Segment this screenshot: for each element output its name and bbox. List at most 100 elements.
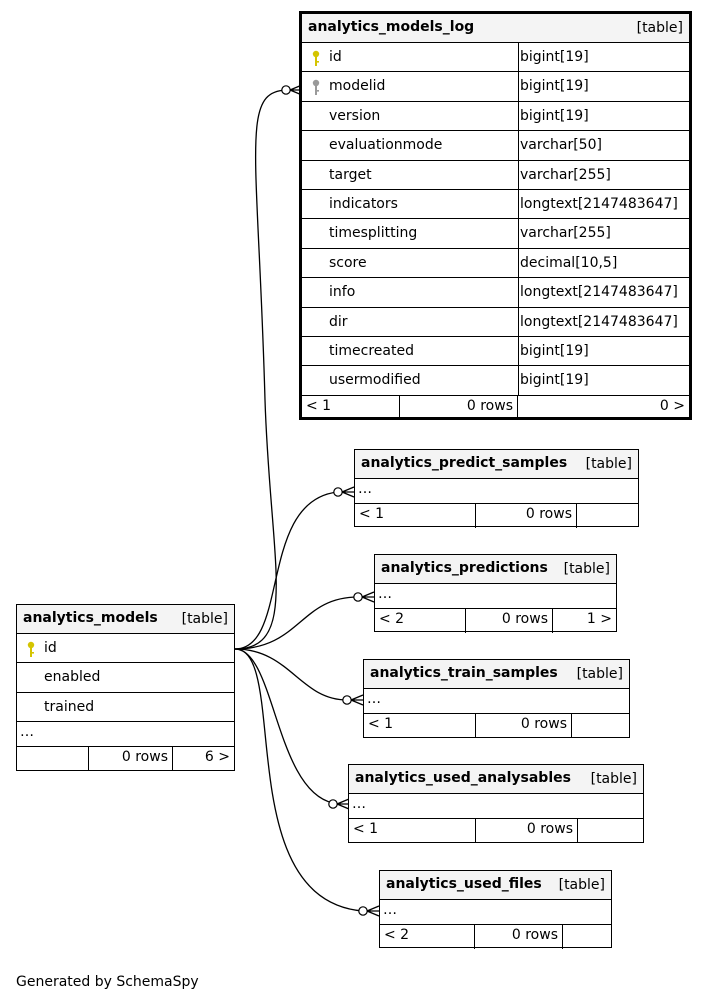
column-type: longtext[2147483647] (520, 284, 678, 301)
table-name: analytics_models (23, 610, 158, 626)
table-name: analytics_models_log (308, 19, 475, 35)
column-name: dir (329, 313, 348, 330)
table-analytics-models[interactable]: analytics_models [table] id enabled traine… (16, 604, 235, 772)
column-name: timecreated (329, 342, 414, 359)
column-type: decimal[10,5] (520, 254, 618, 271)
column-type: varchar[255] (520, 225, 611, 242)
table-name: analytics_predict_samples (361, 455, 568, 471)
table-footer: < 1 0 rows (355, 504, 638, 528)
parents-link[interactable]: < 2 (384, 927, 410, 943)
column-row[interactable]: target varchar[255] (302, 160, 689, 190)
table-analytics-predictions[interactable]: analytics_predictions [table] … < 2 0 ro… (374, 554, 617, 633)
column-row[interactable]: usermodified bigint[19] (302, 366, 689, 396)
table-type: [table] (181, 611, 228, 627)
column-row[interactable]: enabled (17, 663, 234, 693)
table-header: analytics_train_samples [table] (364, 660, 629, 689)
table-name: analytics_used_analysables (355, 770, 571, 786)
column-row[interactable]: timesplitting varchar[255] (302, 219, 689, 249)
table-name: analytics_predictions (381, 560, 548, 576)
column-name: indicators (329, 195, 398, 212)
column-name: trained (44, 698, 95, 715)
column-row[interactable]: evaluationmode varchar[50] (302, 131, 689, 161)
row-count: 0 rows (501, 611, 548, 627)
column-row[interactable]: trained (17, 693, 234, 723)
table-header: analytics_models [table] (17, 605, 234, 634)
table-type: [table] (590, 771, 637, 787)
table-type: [table] (576, 666, 623, 682)
column-type: bigint[19] (520, 342, 589, 359)
table-name: analytics_used_files (386, 876, 542, 892)
parents-link[interactable]: < 1 (368, 716, 394, 732)
row-count: 0 rows (511, 927, 558, 943)
table-footer: < 1 0 rows 0 > (302, 395, 689, 420)
children-link[interactable]: 0 > (659, 397, 685, 414)
edge-models-to-train-samples (234, 648, 348, 701)
table-footer: < 2 0 rows (380, 925, 611, 949)
column-name: enabled (44, 669, 101, 686)
column-name: usermodified (329, 372, 421, 389)
children-link[interactable]: 1 > (586, 611, 612, 627)
table-name: analytics_train_samples (370, 665, 558, 681)
column-name: version (329, 107, 381, 124)
edge-models-to-log (234, 89, 287, 650)
column-row[interactable]: dir longtext[2147483647] (302, 307, 689, 337)
edge-models-to-used-files (234, 648, 364, 912)
edge-models-to-predict-samples (234, 491, 339, 650)
parents-link[interactable]: < 1 (306, 397, 332, 414)
column-type: varchar[50] (520, 137, 602, 154)
column-row[interactable]: version bigint[19] (302, 101, 689, 132)
primary-key-icon (312, 50, 320, 66)
column-type: longtext[2147483647] (520, 313, 678, 330)
children-link[interactable]: 6 > (204, 749, 230, 766)
more-columns: … (349, 794, 643, 819)
table-header: analytics_used_analysables [table] (349, 765, 643, 794)
table-type: [table] (636, 20, 683, 36)
column-row[interactable]: timecreated bigint[19] (302, 336, 689, 367)
column-type: bigint[19] (520, 78, 589, 95)
parents-link[interactable]: < 2 (379, 611, 405, 627)
table-type: [table] (558, 877, 605, 893)
edge-models-to-predictions (234, 596, 359, 650)
table-footer: < 1 0 rows (349, 819, 643, 843)
row-count: 0 rows (466, 397, 513, 414)
column-name: target (329, 166, 372, 183)
row-count: 0 rows (526, 821, 573, 837)
table-type: [table] (563, 561, 610, 577)
primary-key-icon (27, 641, 35, 657)
column-name: modelid (329, 78, 386, 95)
parents-link[interactable]: < 1 (353, 821, 379, 837)
row-count: 0 rows (525, 506, 572, 522)
table-footer: < 1 0 rows (364, 714, 629, 738)
column-type: longtext[2147483647] (520, 195, 678, 212)
table-header: analytics_used_files [table] (380, 871, 611, 900)
column-type: bigint[19] (520, 372, 589, 389)
column-name: score (329, 254, 367, 271)
column-type: varchar[255] (520, 166, 611, 183)
parents-link[interactable]: < 1 (359, 506, 385, 522)
row-count: 0 rows (121, 749, 168, 766)
column-row[interactable]: modelid bigint[19] (302, 72, 689, 102)
edge-models-to-used-analysables (234, 648, 334, 804)
table-analytics-used-analysables[interactable]: analytics_used_analysables [table] … < 1… (348, 764, 644, 843)
column-row[interactable]: id (17, 634, 234, 664)
generator-credit: Generated by SchemaSpy (16, 974, 199, 990)
table-analytics-train-samples[interactable]: analytics_train_samples [table] … < 1 0 … (363, 659, 630, 738)
column-row[interactable]: score decimal[10,5] (302, 248, 689, 279)
more-columns: … (364, 689, 629, 714)
foreign-key-icon (312, 80, 320, 96)
column-type: bigint[19] (520, 107, 589, 124)
table-analytics-used-files[interactable]: analytics_used_files [table] … < 2 0 row… (379, 870, 612, 949)
table-type: [table] (585, 456, 632, 472)
table-footer: 0 rows 6 > (17, 747, 234, 772)
column-row[interactable]: indicators longtext[2147483647] (302, 189, 689, 220)
column-name: evaluationmode (329, 137, 443, 154)
table-footer: < 2 0 rows 1 > (375, 609, 616, 633)
more-columns: … (355, 479, 638, 504)
table-analytics-predict-samples[interactable]: analytics_predict_samples [table] … < 1 … (354, 449, 639, 528)
column-name: timesplitting (329, 225, 418, 242)
table-header: analytics_models_log [table] (302, 14, 689, 43)
